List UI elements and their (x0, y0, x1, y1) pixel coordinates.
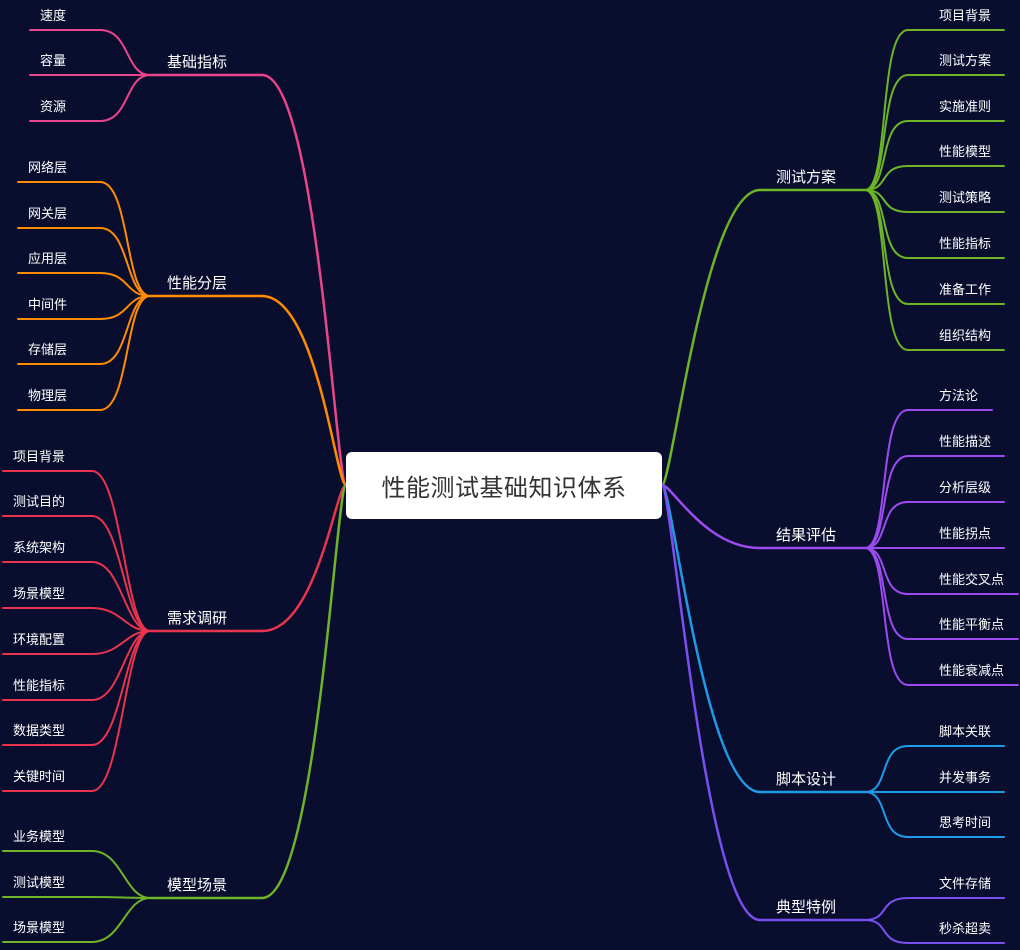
connector-line (99, 74, 151, 122)
connector-line (91, 850, 151, 899)
connector-line (864, 897, 909, 921)
leaf-node[interactable]: 性能指标 (939, 237, 992, 252)
leaf-node[interactable]: 业务模型 (13, 830, 66, 845)
connector-line (91, 896, 151, 899)
connector-line (260, 483, 348, 633)
connector-line (864, 547, 909, 686)
leaf-node[interactable]: 测试方案 (939, 54, 992, 69)
leaf-node[interactable]: 网络层 (28, 161, 68, 176)
leaf-node[interactable]: 性能平衡点 (939, 618, 1005, 633)
connector-line (260, 73, 348, 487)
connector-line (864, 120, 909, 191)
leaf-node[interactable]: 数据类型 (13, 724, 66, 739)
branch-node[interactable]: 性能分层 (167, 274, 228, 292)
connector-line (864, 455, 909, 549)
connector-line (91, 630, 151, 746)
connector-line (864, 745, 909, 793)
branch-node[interactable]: 典型特例 (776, 898, 837, 916)
connector-line (260, 294, 348, 487)
leaf-node[interactable]: 并发事务 (939, 771, 992, 786)
connector-line (91, 561, 151, 632)
leaf-node[interactable]: 性能描述 (939, 435, 992, 450)
connector-line (660, 188, 762, 487)
leaf-node[interactable]: 网关层 (28, 207, 68, 222)
leaf-node[interactable]: 资源 (40, 100, 67, 115)
connector-line (864, 29, 909, 191)
connector-line (91, 630, 151, 792)
leaf-node[interactable]: 物理层 (28, 389, 68, 404)
connector-line (99, 181, 151, 297)
leaf-node[interactable]: 性能模型 (939, 145, 992, 160)
connector-line (99, 29, 151, 76)
leaf-node[interactable]: 容量 (40, 54, 67, 69)
leaf-node[interactable]: 脚本关联 (939, 725, 992, 740)
connector-line (660, 483, 762, 922)
leaf-node[interactable]: 应用层 (28, 252, 68, 267)
connector-line (91, 897, 151, 943)
connector-line (864, 547, 909, 595)
connector-line (864, 409, 909, 549)
leaf-node[interactable]: 关键时间 (13, 770, 66, 785)
connector-line (99, 272, 151, 297)
connector-line (91, 470, 151, 632)
leaf-node[interactable]: 性能衰减点 (939, 664, 1005, 679)
leaf-node[interactable]: 性能拐点 (939, 527, 992, 542)
leaf-node[interactable]: 实施准则 (939, 100, 992, 115)
branch-node[interactable]: 结果评估 (776, 526, 837, 544)
branch-node[interactable]: 脚本设计 (776, 770, 837, 788)
connector-line (91, 607, 151, 632)
leaf-node[interactable]: 性能交叉点 (939, 573, 1005, 588)
connector-line (864, 501, 909, 549)
leaf-node[interactable]: 性能指标 (13, 679, 66, 694)
root-node[interactable]: 性能测试基础知识体系 (346, 452, 662, 519)
connector-line (99, 295, 151, 411)
connector-line (864, 189, 909, 351)
leaf-node[interactable]: 速度 (40, 9, 67, 24)
leaf-node[interactable]: 文件存储 (939, 877, 992, 892)
connector-line (91, 630, 151, 701)
branch-node[interactable]: 测试方案 (776, 168, 837, 186)
branch-node[interactable]: 基础指标 (167, 53, 228, 71)
leaf-node[interactable]: 测试目的 (13, 495, 66, 510)
connector-line (864, 919, 909, 944)
connector-line (260, 483, 348, 900)
connector-line (660, 483, 762, 550)
connector-line (864, 791, 909, 838)
leaf-node[interactable]: 组织结构 (939, 329, 992, 344)
leaf-node[interactable]: 思考时间 (939, 816, 992, 831)
connector-line (99, 227, 151, 297)
leaf-node[interactable]: 秒杀超卖 (939, 922, 992, 937)
leaf-node[interactable]: 存储层 (28, 343, 68, 358)
connector-line (864, 165, 909, 191)
leaf-node[interactable]: 准备工作 (939, 283, 992, 298)
leaf-node[interactable]: 系统架构 (13, 541, 66, 556)
leaf-node[interactable]: 项目背景 (939, 9, 992, 24)
leaf-node[interactable]: 场景模型 (13, 587, 66, 602)
connector-line (864, 74, 909, 191)
leaf-node[interactable]: 方法论 (939, 389, 979, 404)
leaf-node[interactable]: 场景模型 (13, 921, 66, 936)
leaf-node[interactable]: 测试策略 (939, 191, 992, 206)
connector-line (864, 189, 909, 259)
leaf-node[interactable]: 环境配置 (13, 633, 66, 648)
leaf-node[interactable]: 测试模型 (13, 876, 66, 891)
branch-node[interactable]: 需求调研 (167, 609, 228, 627)
connector-line (99, 295, 151, 365)
connector-line (91, 515, 151, 632)
branch-node[interactable]: 模型场景 (167, 876, 228, 894)
leaf-node[interactable]: 分析层级 (939, 481, 992, 496)
leaf-node[interactable]: 项目背景 (13, 450, 66, 465)
leaf-node[interactable]: 中间件 (28, 298, 68, 313)
